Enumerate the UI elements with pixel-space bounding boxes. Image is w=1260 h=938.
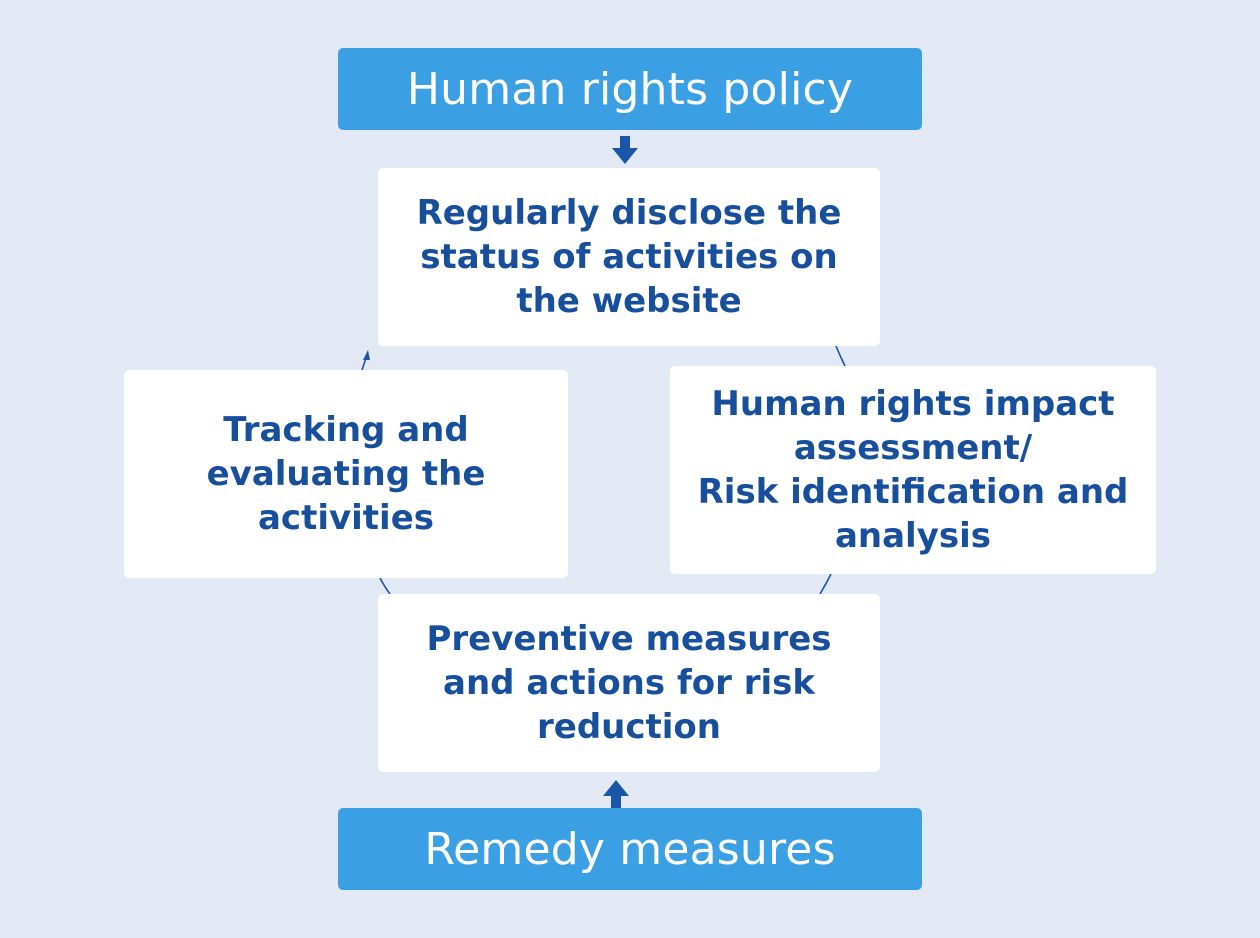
cycle-arc-right-upper	[835, 345, 846, 367]
step-disclose-activities: Regularly disclose the status of activit…	[378, 168, 880, 346]
cycle-arrowhead-icon	[363, 350, 370, 360]
step-disclose-line-1: Regularly disclose the	[416, 193, 842, 233]
step-assessment-line-2: assessment/	[793, 428, 1033, 468]
step-preventive-line-2: and actions for risk	[443, 663, 815, 703]
step-assessment-line-1: Human rights impact	[711, 384, 1115, 424]
remedy-measures-label: Remedy measures	[424, 823, 836, 875]
step-tracking-line-1: Tracking and	[223, 410, 469, 450]
cycle-arc-right-lower	[819, 573, 832, 595]
step-tracking-line-3: activities	[257, 498, 435, 538]
step-disclose-line-2: status of activities on	[420, 237, 838, 277]
step-preventive-line-3: reduction	[537, 707, 721, 747]
step-preventive-measures: Preventive measures and actions for risk…	[378, 594, 880, 772]
cycle-arc-left-lower	[379, 577, 391, 595]
step-impact-assessment: Human rights impact assessment/ Risk ide…	[670, 366, 1156, 574]
step-tracking-line-2: evaluating the	[206, 454, 486, 494]
human-rights-policy-label: Human rights policy	[406, 63, 854, 115]
step-assessment-line-3: Risk identification and	[697, 472, 1129, 512]
step-preventive-line-1: Preventive measures	[426, 619, 832, 659]
human-rights-policy-banner: Human rights policy	[338, 48, 922, 130]
step-assessment-line-4: analysis	[834, 516, 992, 556]
step-disclose-line-3: the website	[516, 281, 742, 321]
down-arrow-icon	[612, 136, 638, 164]
step-tracking-evaluating: Tracking and evaluating the activities	[124, 370, 568, 578]
up-arrow-icon	[603, 780, 629, 809]
remedy-measures-banner: Remedy measures	[338, 808, 922, 890]
